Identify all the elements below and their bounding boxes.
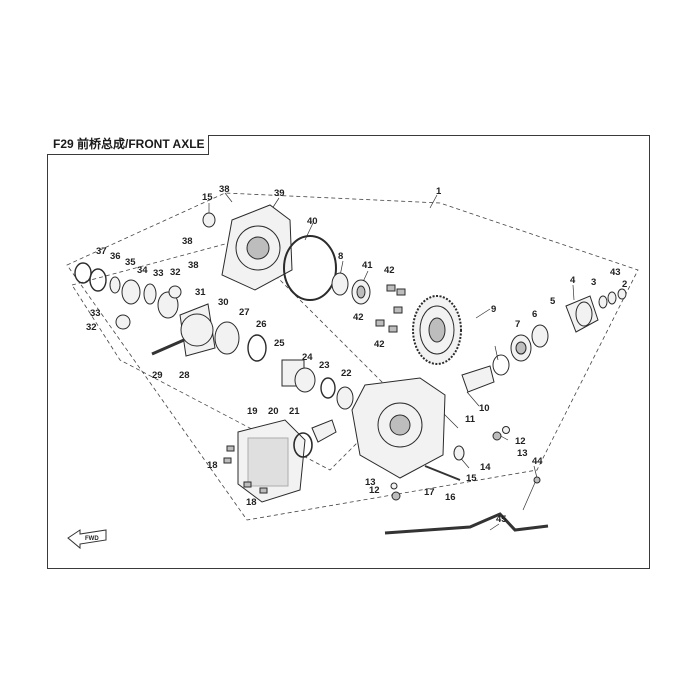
callout: 25 — [274, 338, 285, 349]
leader-lines — [208, 192, 575, 531]
callout: 38 — [219, 184, 230, 195]
callout: 36 — [110, 251, 121, 262]
callout: 3 — [591, 277, 596, 288]
callout-labels: 1 2 3 4 5 6 7 8 9 10 11 12 13 14 15 16 1… — [86, 184, 627, 525]
part-diff-gears — [74, 262, 216, 357]
callout: 42 — [353, 312, 364, 323]
callout: 16 — [445, 492, 456, 503]
callout: 28 — [179, 370, 190, 381]
callout: 5 — [550, 296, 556, 307]
callout: 7 — [515, 319, 520, 330]
callout: 20 — [268, 406, 279, 417]
callout: 21 — [289, 406, 300, 417]
diagram-frame — [47, 135, 650, 569]
part-diff-housing — [351, 377, 465, 481]
callout: 30 — [218, 297, 229, 308]
part-o-ring — [283, 235, 337, 301]
callout: 4 — [570, 275, 576, 286]
callout: 38 — [182, 236, 193, 247]
callout: 45 — [496, 514, 507, 525]
callout: 35 — [125, 257, 136, 268]
callout: 11 — [465, 414, 476, 425]
callout: 18 — [207, 460, 218, 471]
callout: 32 — [86, 322, 97, 333]
callout: 10 — [479, 403, 490, 414]
assembly-boundary — [66, 192, 639, 521]
callout: 29 — [152, 370, 163, 381]
part-vent-hose — [384, 512, 549, 535]
callout: 9 — [491, 304, 496, 315]
callout: 34 — [137, 265, 148, 276]
callout: 39 — [274, 188, 285, 199]
part-bolts — [375, 284, 406, 333]
callout: 22 — [341, 368, 352, 379]
callout: 27 — [239, 307, 250, 318]
callout: 44 — [532, 456, 543, 467]
callout: 6 — [532, 309, 537, 320]
callout: 12 — [515, 436, 526, 447]
callout: 42 — [384, 265, 395, 276]
callout: 38 — [188, 260, 199, 271]
callout: 15 — [466, 473, 477, 484]
callout: 33 — [153, 268, 164, 279]
part-pinion-flange — [461, 288, 627, 393]
callout: 43 — [610, 267, 621, 278]
callout: 26 — [256, 319, 267, 330]
callout: 40 — [307, 216, 318, 227]
part-bearings-upper — [202, 212, 371, 305]
callout: 1 — [436, 186, 442, 197]
callout: 23 — [319, 360, 330, 371]
callout: 15 — [202, 192, 213, 203]
part-clutch-stack — [214, 321, 354, 410]
callout: 18 — [246, 497, 257, 508]
callout: 33 — [90, 308, 101, 319]
part-cover-plate — [221, 204, 293, 291]
callout: 32 — [170, 267, 181, 278]
callout: 41 — [362, 260, 373, 271]
callout: 31 — [195, 287, 206, 298]
callout: 37 — [96, 246, 107, 257]
fwd-label: FWD — [85, 536, 99, 542]
callout: 13 — [365, 477, 376, 488]
part-rear-cover — [223, 419, 337, 503]
callout: 12 — [369, 485, 380, 496]
part-fittings — [390, 426, 541, 501]
callout: 19 — [247, 406, 258, 417]
callout: 17 — [424, 487, 435, 498]
callout: 24 — [302, 352, 313, 363]
callout: 42 — [374, 339, 385, 350]
callout: 13 — [517, 448, 528, 459]
part-ring-gear — [412, 295, 462, 365]
callout: 14 — [480, 462, 491, 473]
diagram-title: F29 前桥总成/FRONT AXLE — [47, 135, 209, 155]
callout: 8 — [338, 251, 343, 262]
callout: 2 — [622, 279, 627, 290]
fwd-arrow-icon: FWD — [67, 529, 107, 550]
